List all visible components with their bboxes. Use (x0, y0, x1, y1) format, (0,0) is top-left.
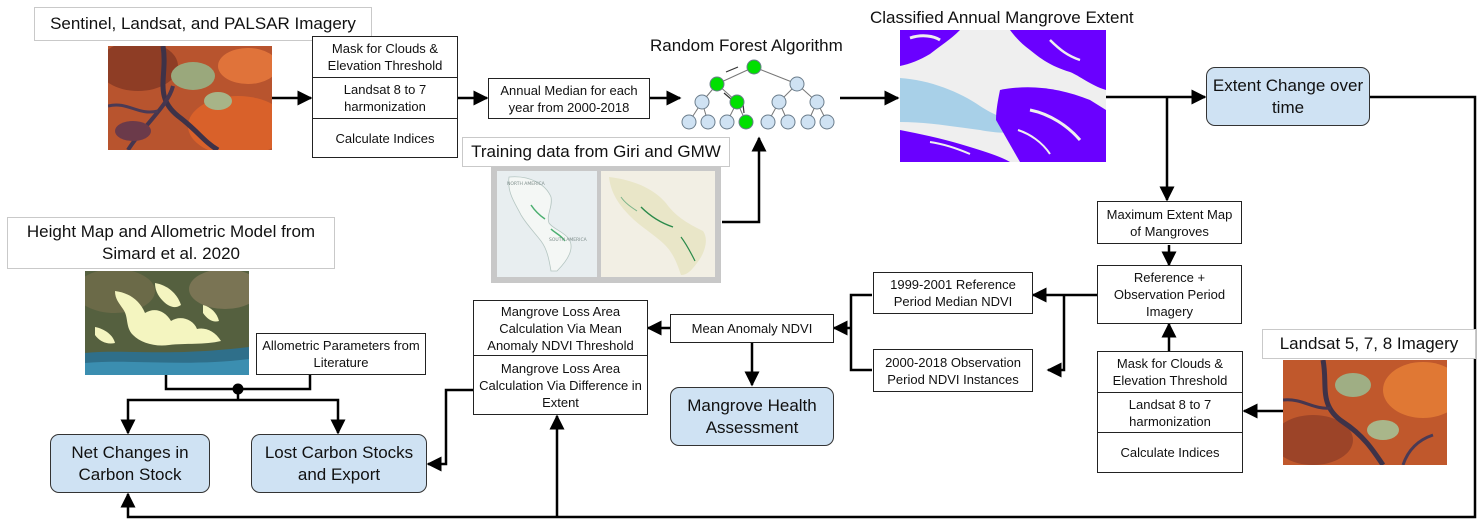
satellite-image-right (1283, 360, 1447, 465)
training-data-caption: Training data from Giri and GMW (462, 137, 730, 167)
height-map-caption: Height Map and Allometric Model from Sim… (7, 217, 335, 269)
random-forest-tree-icon (681, 59, 835, 130)
south-america-label: SOUTH AMERICA (549, 237, 588, 243)
reference-ndvi-box: 1999-2001 Reference Period Median NDVI (873, 272, 1033, 314)
north-america-label: NORTH AMERICA (507, 181, 546, 187)
random-forest-title: Random Forest Algorithm (650, 36, 843, 55)
lost-carbon-box: Lost Carbon Stocks and Export (251, 434, 427, 493)
mask-clouds-box: Mask for Clouds & Elevation Threshold (312, 36, 458, 78)
reference-observation-box: Reference + Observation Period Imagery (1097, 265, 1242, 324)
height-map-image (85, 271, 249, 375)
sentinel-landsat-palsar-caption: Sentinel, Landsat, and PALSAR Imagery (34, 7, 372, 41)
net-changes-box: Net Changes in Carbon Stock (50, 434, 210, 493)
loss-anomaly-box: Mangrove Loss Area Calculation Via Mean … (473, 300, 648, 356)
right-calculate-indices-box: Calculate Indices (1097, 432, 1243, 473)
classified-extent-title: Classified Annual Mangrove Extent (870, 8, 1134, 27)
calculate-indices-box: Calculate Indices (312, 118, 458, 158)
right-harmonization-box: Landsat 8 to 7 harmonization (1097, 392, 1243, 433)
landsat-578-caption: Landsat 5, 7, 8 Imagery (1262, 329, 1476, 359)
annual-median-box: Annual Median for each year from 2000-20… (488, 78, 650, 119)
right-mask-clouds-box: Mask for Clouds & Elevation Threshold (1097, 351, 1243, 393)
training-data-maps: NORTH AMERICA SOUTH AMERICA (491, 167, 721, 283)
mangrove-health-box: Mangrove Health Assessment (670, 387, 834, 446)
classified-mangrove-map (900, 30, 1106, 162)
extent-change-box: Extent Change over time (1206, 67, 1370, 126)
maximum-extent-box: Maximum Extent Map of Mangroves (1097, 201, 1242, 244)
allometric-parameters-box: Allometric Parameters from Literature (256, 333, 426, 375)
mean-anomaly-box: Mean Anomaly NDVI (670, 314, 834, 343)
loss-difference-box: Mangrove Loss Area Calculation Via Diffe… (473, 355, 648, 415)
harmonization-box: Landsat 8 to 7 harmonization (312, 77, 458, 119)
satellite-image-top (108, 46, 272, 150)
observation-ndvi-box: 2000-2018 Observation Period NDVI Instan… (873, 349, 1033, 392)
